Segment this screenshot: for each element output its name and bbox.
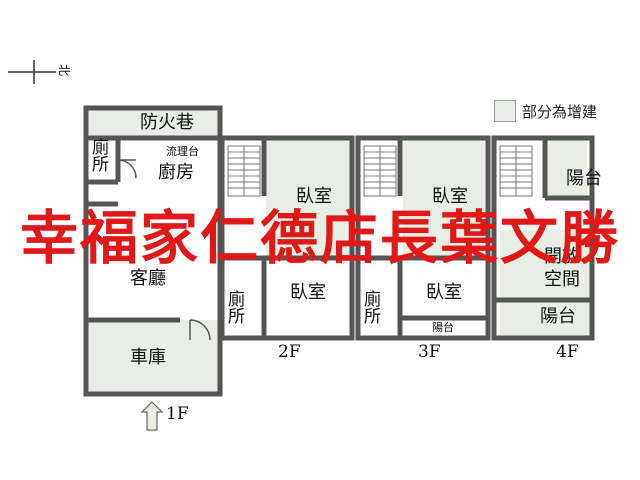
doors-1f xyxy=(117,159,211,341)
room-label-toilet-3f: 廁所 xyxy=(364,290,381,327)
floor-label-2f: 2F xyxy=(278,342,301,362)
walls-3f xyxy=(355,135,491,341)
entrance-arrow-icon xyxy=(140,401,164,431)
room-label-bedroom-2f-a: 臥室 xyxy=(296,186,332,207)
room-label-counter: 流理台 xyxy=(166,145,199,158)
room-label-balcony-4f-bottom: 陽台 xyxy=(540,306,576,327)
legend-label: 部分為增建 xyxy=(522,102,598,121)
addition-areas xyxy=(88,110,590,392)
room-label-toilet-1f: 廁所 xyxy=(92,138,110,175)
room-label-fire-lane: 防火巷 xyxy=(140,112,194,133)
floor-label-3f: 3F xyxy=(418,342,441,362)
room-label-bedroom-3f-b: 臥室 xyxy=(426,282,462,303)
room-label-bedroom-3f-a: 臥室 xyxy=(432,186,468,207)
floor-label-1f: 1F xyxy=(166,404,189,424)
room-label-garage: 車庫 xyxy=(130,347,166,368)
room-label-toilet-2f: 廁所 xyxy=(228,290,245,327)
walls-2f xyxy=(219,135,355,341)
room-label-bedroom-2f-b: 臥室 xyxy=(290,282,326,303)
stairs-4f xyxy=(499,145,533,197)
north-arrow xyxy=(8,60,56,84)
north-label: 北 xyxy=(57,63,72,77)
room-label-balcony-4f-top: 陽台 xyxy=(566,168,602,189)
legend: 部分為增建 xyxy=(494,98,597,124)
stairs-2f xyxy=(227,145,261,197)
room-label-kitchen: 廚房 xyxy=(158,162,194,183)
walls-4f xyxy=(491,135,595,341)
legend-swatch xyxy=(494,100,516,122)
stairs-3f xyxy=(363,145,397,197)
room-label-open-space: 開放空間 xyxy=(544,246,580,290)
watermark-text: 幸福家仁德店長葉文勝 xyxy=(19,204,620,272)
floor-label-4f: 4F xyxy=(556,342,579,362)
room-label-balcony-3f: 陽台 xyxy=(432,321,454,334)
room-label-living: 客廳 xyxy=(130,268,166,289)
